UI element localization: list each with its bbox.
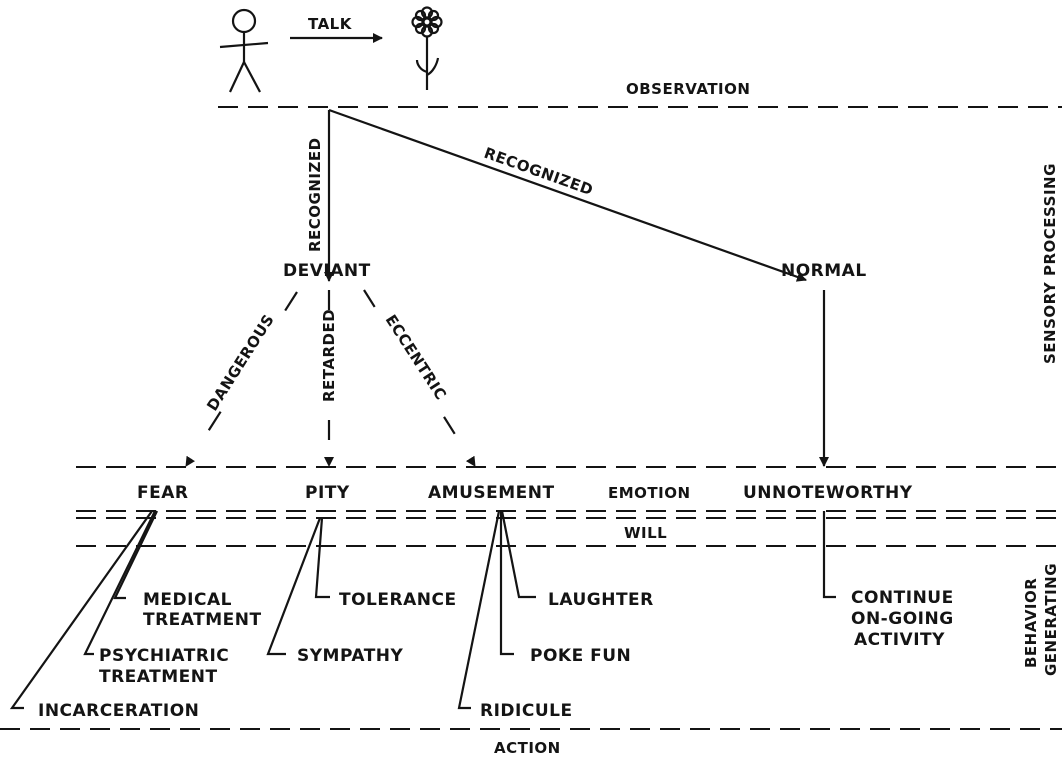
continue-behavior-line: [822, 511, 836, 599]
pity-node: PITY: [305, 483, 350, 503]
continue-label-2: ON-GOING: [851, 609, 954, 629]
retarded-label: RETARDED: [320, 309, 338, 402]
psychiatric-treatment-label-2: TREATMENT: [99, 667, 218, 687]
observation-label: OBSERVATION: [626, 80, 750, 98]
amusement-node: AMUSEMENT: [428, 483, 555, 503]
ridicule-label: RIDICULE: [480, 701, 573, 721]
sympathy-label: SYMPATHY: [297, 646, 404, 666]
fear-node: FEAR: [137, 483, 188, 503]
sensory-processing-label: SENSORY PROCESSING: [1041, 163, 1059, 364]
deviant-node: DEVIANT: [283, 261, 371, 281]
psychiatric-treatment-label: PSYCHIATRIC: [99, 646, 229, 666]
recognized-left-label: RECOGNIZED: [306, 137, 324, 252]
incarceration-label: INCARCERATION: [38, 701, 199, 721]
level-lines: [0, 106, 1062, 730]
laughter-label: LAUGHTER: [548, 590, 654, 610]
poke-fun-label: POKE FUN: [530, 646, 631, 666]
unnoteworthy-node: UNNOTEWORTHY: [743, 483, 913, 503]
emotion-label: EMOTION: [608, 484, 691, 502]
continue-label: CONTINUE: [851, 588, 954, 608]
dangerous-label: DANGEROUS: [203, 311, 278, 414]
eccentric-label: ECCENTRIC: [382, 311, 450, 403]
dangerous-arrow: [185, 291, 298, 467]
fear-behavior-lines: [9, 510, 158, 710]
generating-label: GENERATING: [1042, 563, 1060, 676]
pity-behavior-lines: [266, 517, 330, 656]
recognized-normal-arrow: [328, 108, 807, 282]
normal-node: NORMAL: [781, 261, 867, 281]
continue-label-3: ACTIVITY: [854, 630, 945, 650]
behavior-label: BEHAVIOR: [1022, 578, 1040, 668]
tolerance-label: TOLERANCE: [339, 590, 457, 610]
amusement-behavior-lines: [457, 510, 536, 710]
will-label: WILL: [624, 524, 667, 542]
medical-treatment-label-2: TREATMENT: [143, 610, 262, 630]
talk-label: TALK: [308, 15, 353, 33]
medical-treatment-label: MEDICAL: [143, 590, 232, 610]
flower-icon: [411, 6, 443, 90]
person-icon: [219, 8, 269, 93]
action-label: ACTION: [494, 739, 561, 757]
